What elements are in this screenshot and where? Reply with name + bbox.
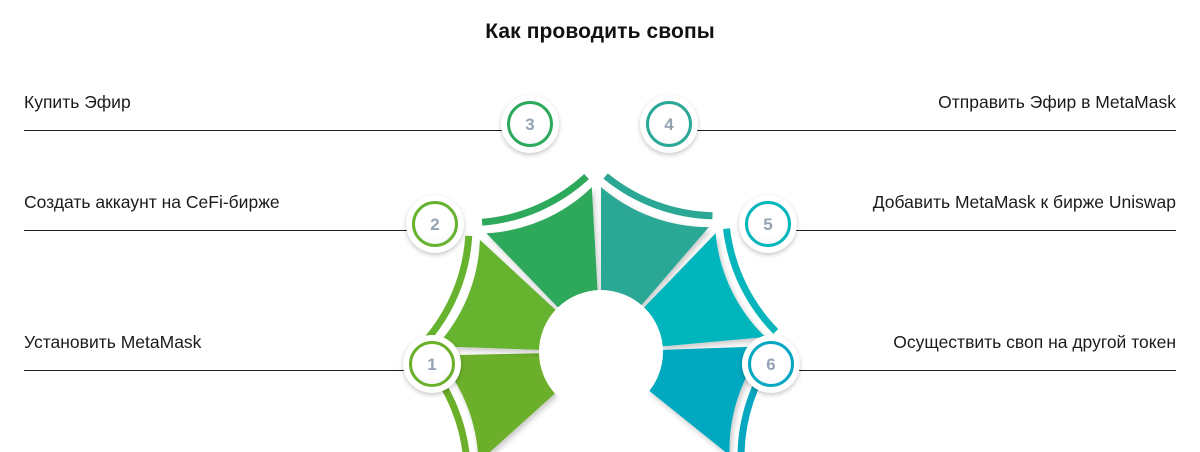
arc-accent-4 xyxy=(603,173,713,220)
step-badge-4[interactable]: 4 xyxy=(640,95,698,153)
arc-segment-3 xyxy=(486,187,598,308)
arc-segment-6 xyxy=(649,346,766,452)
badge-number-3: 3 xyxy=(525,114,535,134)
arc-accent-5 xyxy=(723,228,779,334)
badge-ring-1: 1 xyxy=(409,341,455,387)
arc-accent-3 xyxy=(481,174,589,226)
arc-segment-4 xyxy=(601,187,709,306)
step-label-2: Создать аккаунт на CeFi-бирже xyxy=(24,192,280,219)
step-label-6: Осуществить своп на другой токен xyxy=(893,332,1176,359)
badge-number-4: 4 xyxy=(664,114,674,134)
step-label-3: Купить Эфир xyxy=(24,92,131,119)
badge-number-6: 6 xyxy=(766,354,776,374)
step-badge-1[interactable]: 1 xyxy=(403,335,461,393)
connector-line-1 xyxy=(24,370,408,371)
arc-segment-2 xyxy=(436,239,556,350)
connector-line-5 xyxy=(793,230,1176,231)
badge-ring-3: 3 xyxy=(507,101,553,147)
arc-accent-2 xyxy=(422,235,473,344)
step-label-text-3: Купить Эфир xyxy=(24,92,131,112)
step-label-text-5: Добавить MetaMask к бирже Uniswap xyxy=(872,192,1176,212)
step-label-5: Добавить MetaMask к бирже Uniswap xyxy=(872,192,1176,219)
arc-segments xyxy=(436,187,766,452)
step-label-4: Отправить Эфир в MetaMask xyxy=(938,92,1176,119)
badge-number-2: 2 xyxy=(430,214,440,234)
step-label-text-4: Отправить Эфир в MetaMask xyxy=(938,92,1176,112)
badge-ring-4: 4 xyxy=(646,101,692,147)
step-label-text-6: Осуществить своп на другой токен xyxy=(893,332,1176,352)
badge-ring-5: 5 xyxy=(745,201,791,247)
step-badge-6[interactable]: 6 xyxy=(742,335,800,393)
step-label-1: Установить MetaMask xyxy=(24,332,202,359)
connector-line-2 xyxy=(24,230,411,231)
badge-ring-2: 2 xyxy=(412,201,458,247)
badge-ring-6: 6 xyxy=(748,341,794,387)
step-badge-3[interactable]: 3 xyxy=(501,95,559,153)
step-badge-2[interactable]: 2 xyxy=(406,195,464,253)
badge-number-5: 5 xyxy=(763,214,773,234)
step-badge-5[interactable]: 5 xyxy=(739,195,797,253)
badge-number-1: 1 xyxy=(427,354,437,374)
connector-line-6 xyxy=(795,370,1176,371)
page-title: Как проводить свопы xyxy=(485,20,715,43)
arc-segment-1 xyxy=(436,353,555,452)
connector-line-3 xyxy=(24,130,506,131)
arc-segment-5 xyxy=(644,233,766,347)
connector-line-4 xyxy=(694,130,1176,131)
step-label-text-2: Создать аккаунт на CeFi-бирже xyxy=(24,192,280,212)
step-label-text-1: Установить MetaMask xyxy=(24,332,202,352)
arc-hub xyxy=(539,290,663,414)
